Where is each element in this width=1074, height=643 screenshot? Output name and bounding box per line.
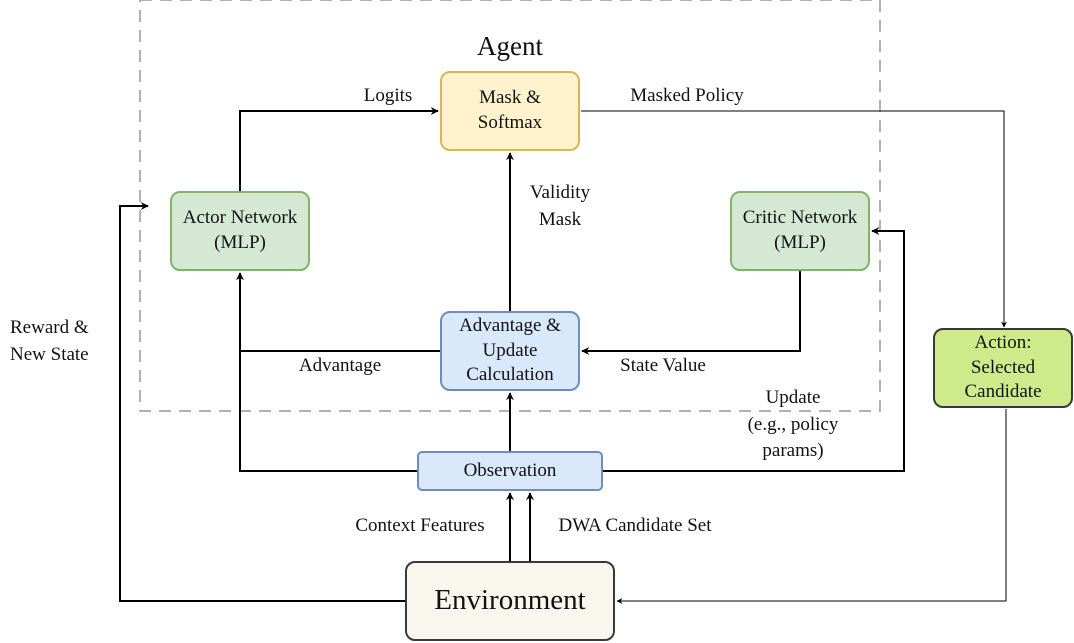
edge-observation-to-actor	[239, 351, 417, 472]
observation-node[interactable]: Observation	[417, 451, 603, 491]
advantage-calculation-node[interactable]: Advantage & Update Calculation	[440, 311, 580, 391]
label-state-value: State Value	[620, 355, 706, 376]
label-logits: Logits	[363, 85, 413, 106]
label-context-features: Context Features	[355, 515, 485, 536]
edge-action-to-environment	[616, 409, 1007, 604]
mask-softmax-node[interactable]: Mask & Softmax	[440, 71, 580, 151]
edge-update	[603, 227, 905, 472]
environment-node[interactable]: Environment	[405, 561, 615, 641]
label-update: Update (e.g., policy params)	[747, 387, 839, 462]
edge-logits	[239, 107, 439, 191]
action-node[interactable]: Action: Selected Candidate	[933, 328, 1073, 408]
edge-masked-policy	[581, 110, 1007, 328]
actor-network-node[interactable]: Actor Network (MLP)	[170, 191, 310, 271]
label-dwa-candidate-set: DWA Candidate Set	[558, 515, 712, 536]
label-validity-mask: Validity Mask	[529, 182, 591, 230]
critic-network-node[interactable]: Critic Network (MLP)	[730, 191, 870, 271]
edge-reward-new-state	[119, 202, 405, 602]
edge-advantage	[236, 272, 440, 352]
label-reward-new-state: Reward & New State	[10, 317, 89, 365]
agent-title: Agent	[477, 31, 543, 61]
edge-state-value	[581, 271, 801, 355]
label-masked-policy: Masked Policy	[630, 85, 744, 106]
label-advantage: Advantage	[298, 355, 382, 376]
